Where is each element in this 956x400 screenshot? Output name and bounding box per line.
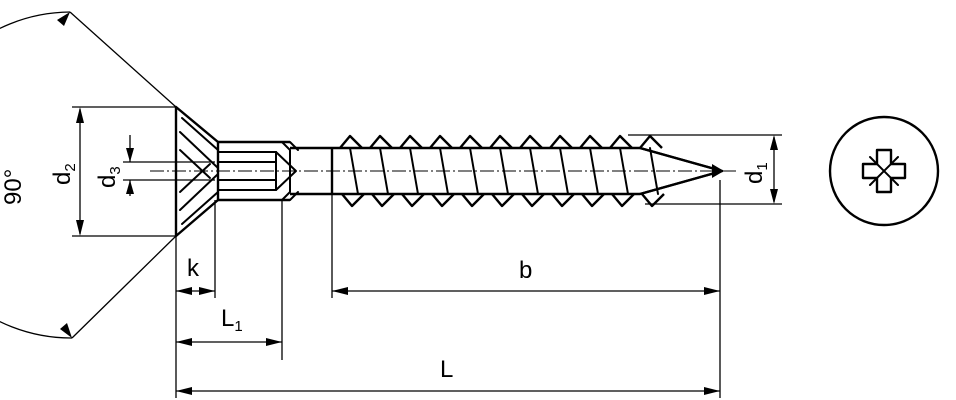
- dimension-k: k: [176, 255, 215, 295]
- dimension-d1: d1: [628, 134, 782, 205]
- thread-flight: [459, 134, 485, 208]
- head-end-view: [828, 115, 940, 227]
- thread-flight: [339, 134, 365, 208]
- dimension-d2: d2: [49, 106, 176, 237]
- angle-label: 90°: [0, 169, 27, 205]
- angle-indicator: 90°: [0, 11, 177, 339]
- d1-label: d1: [741, 162, 771, 184]
- dimension-L1: L1: [176, 305, 282, 346]
- thread-flight: [399, 134, 425, 208]
- d2-label: d2: [49, 163, 79, 185]
- thread-flight: [609, 134, 635, 208]
- k-label: k: [187, 255, 200, 282]
- thread-flight: [519, 134, 545, 208]
- thread-crest: [469, 147, 479, 195]
- thread-crest: [649, 147, 659, 195]
- d3-label: d3: [94, 166, 124, 188]
- b-label: b: [519, 257, 532, 284]
- dimension-b: b: [332, 257, 720, 295]
- thread-flight: [579, 134, 605, 208]
- thread-flight: [429, 134, 455, 208]
- dimension-L: L: [176, 356, 720, 395]
- thread-flight: [639, 134, 665, 208]
- dimension-d3: d3: [94, 135, 215, 196]
- thread-flight: [369, 134, 395, 208]
- thread-flight: [489, 134, 515, 208]
- L-label: L: [440, 356, 453, 383]
- L1-label: L1: [221, 305, 243, 335]
- thread-flight: [549, 134, 575, 208]
